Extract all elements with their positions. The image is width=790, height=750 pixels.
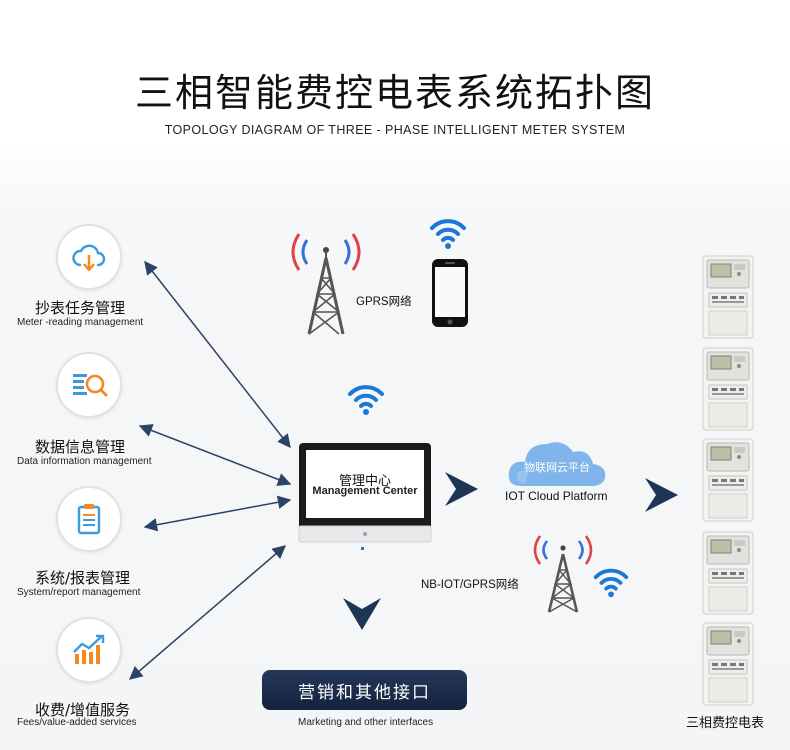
function-en-system-report: System/report management <box>17 587 141 598</box>
iot-cloud-icon <box>508 442 606 486</box>
marketing-interface-button[interactable]: 营销和其他接口 <box>262 670 467 710</box>
iot-cloud-en: IOT Cloud Platform <box>505 489 608 503</box>
electric-meter-icon <box>702 438 754 522</box>
function-en-meter-reading: Meter -reading management <box>17 317 144 328</box>
page-title: 三相智能费控电表系统拓扑图 <box>134 71 655 115</box>
chevron-right-center-to-cloud <box>445 472 478 506</box>
connector-system-report <box>143 495 292 532</box>
nbiot-network-label: NB-IOT/GPRS网络 <box>421 579 519 591</box>
electric-meter-icon <box>702 622 754 706</box>
monitor-stand-dot <box>361 547 364 550</box>
cloud-download-icon <box>56 224 122 290</box>
function-en-data-info: Data information management <box>17 456 152 467</box>
electric-meter-icon <box>702 347 754 431</box>
connector-meter-reading <box>144 260 291 449</box>
function-cn-system-report: 系统/报表管理 <box>35 569 131 587</box>
marketing-caption: Marketing and other interfaces <box>298 717 434 728</box>
nbiot-tower-icon <box>533 535 593 613</box>
chevron-right-cloud-to-meters <box>645 478 678 512</box>
wifi-icon-phone <box>430 219 466 249</box>
management-center-cn: 管理中心 <box>338 474 391 489</box>
function-cn-meter-reading: 抄表任务管理 <box>35 299 126 317</box>
clipboard-report-icon <box>56 486 122 552</box>
gprs-tower-icon <box>291 233 361 335</box>
gprs-network-label: GPRS网络 <box>356 296 412 308</box>
growth-chart-icon <box>56 617 122 683</box>
smartphone-icon <box>432 259 468 327</box>
connector-data-info <box>138 424 292 486</box>
function-cn-fees: 收费/增值服务 <box>35 701 131 719</box>
function-cn-data-info: 数据信息管理 <box>35 438 126 456</box>
function-en-fees: Fees/value-added services <box>17 717 137 728</box>
page-subtitle: TOPOLOGY DIAGRAM OF THREE - PHASE INTELL… <box>164 123 626 137</box>
management-center-en: Management Center <box>312 485 418 497</box>
electric-meter-icon <box>702 531 754 615</box>
iot-cloud-cn: 物联网云平台 <box>524 461 590 474</box>
connector-fees <box>128 545 287 680</box>
wifi-icon-center <box>348 385 384 415</box>
wifi-icon-nbiot <box>593 568 629 598</box>
data-search-icon <box>56 352 122 418</box>
meters-label: 三相费控电表 <box>686 716 765 731</box>
chevron-down-to-marketing <box>343 598 381 630</box>
electric-meter-icon <box>702 255 754 339</box>
monitor-icon <box>298 443 432 543</box>
